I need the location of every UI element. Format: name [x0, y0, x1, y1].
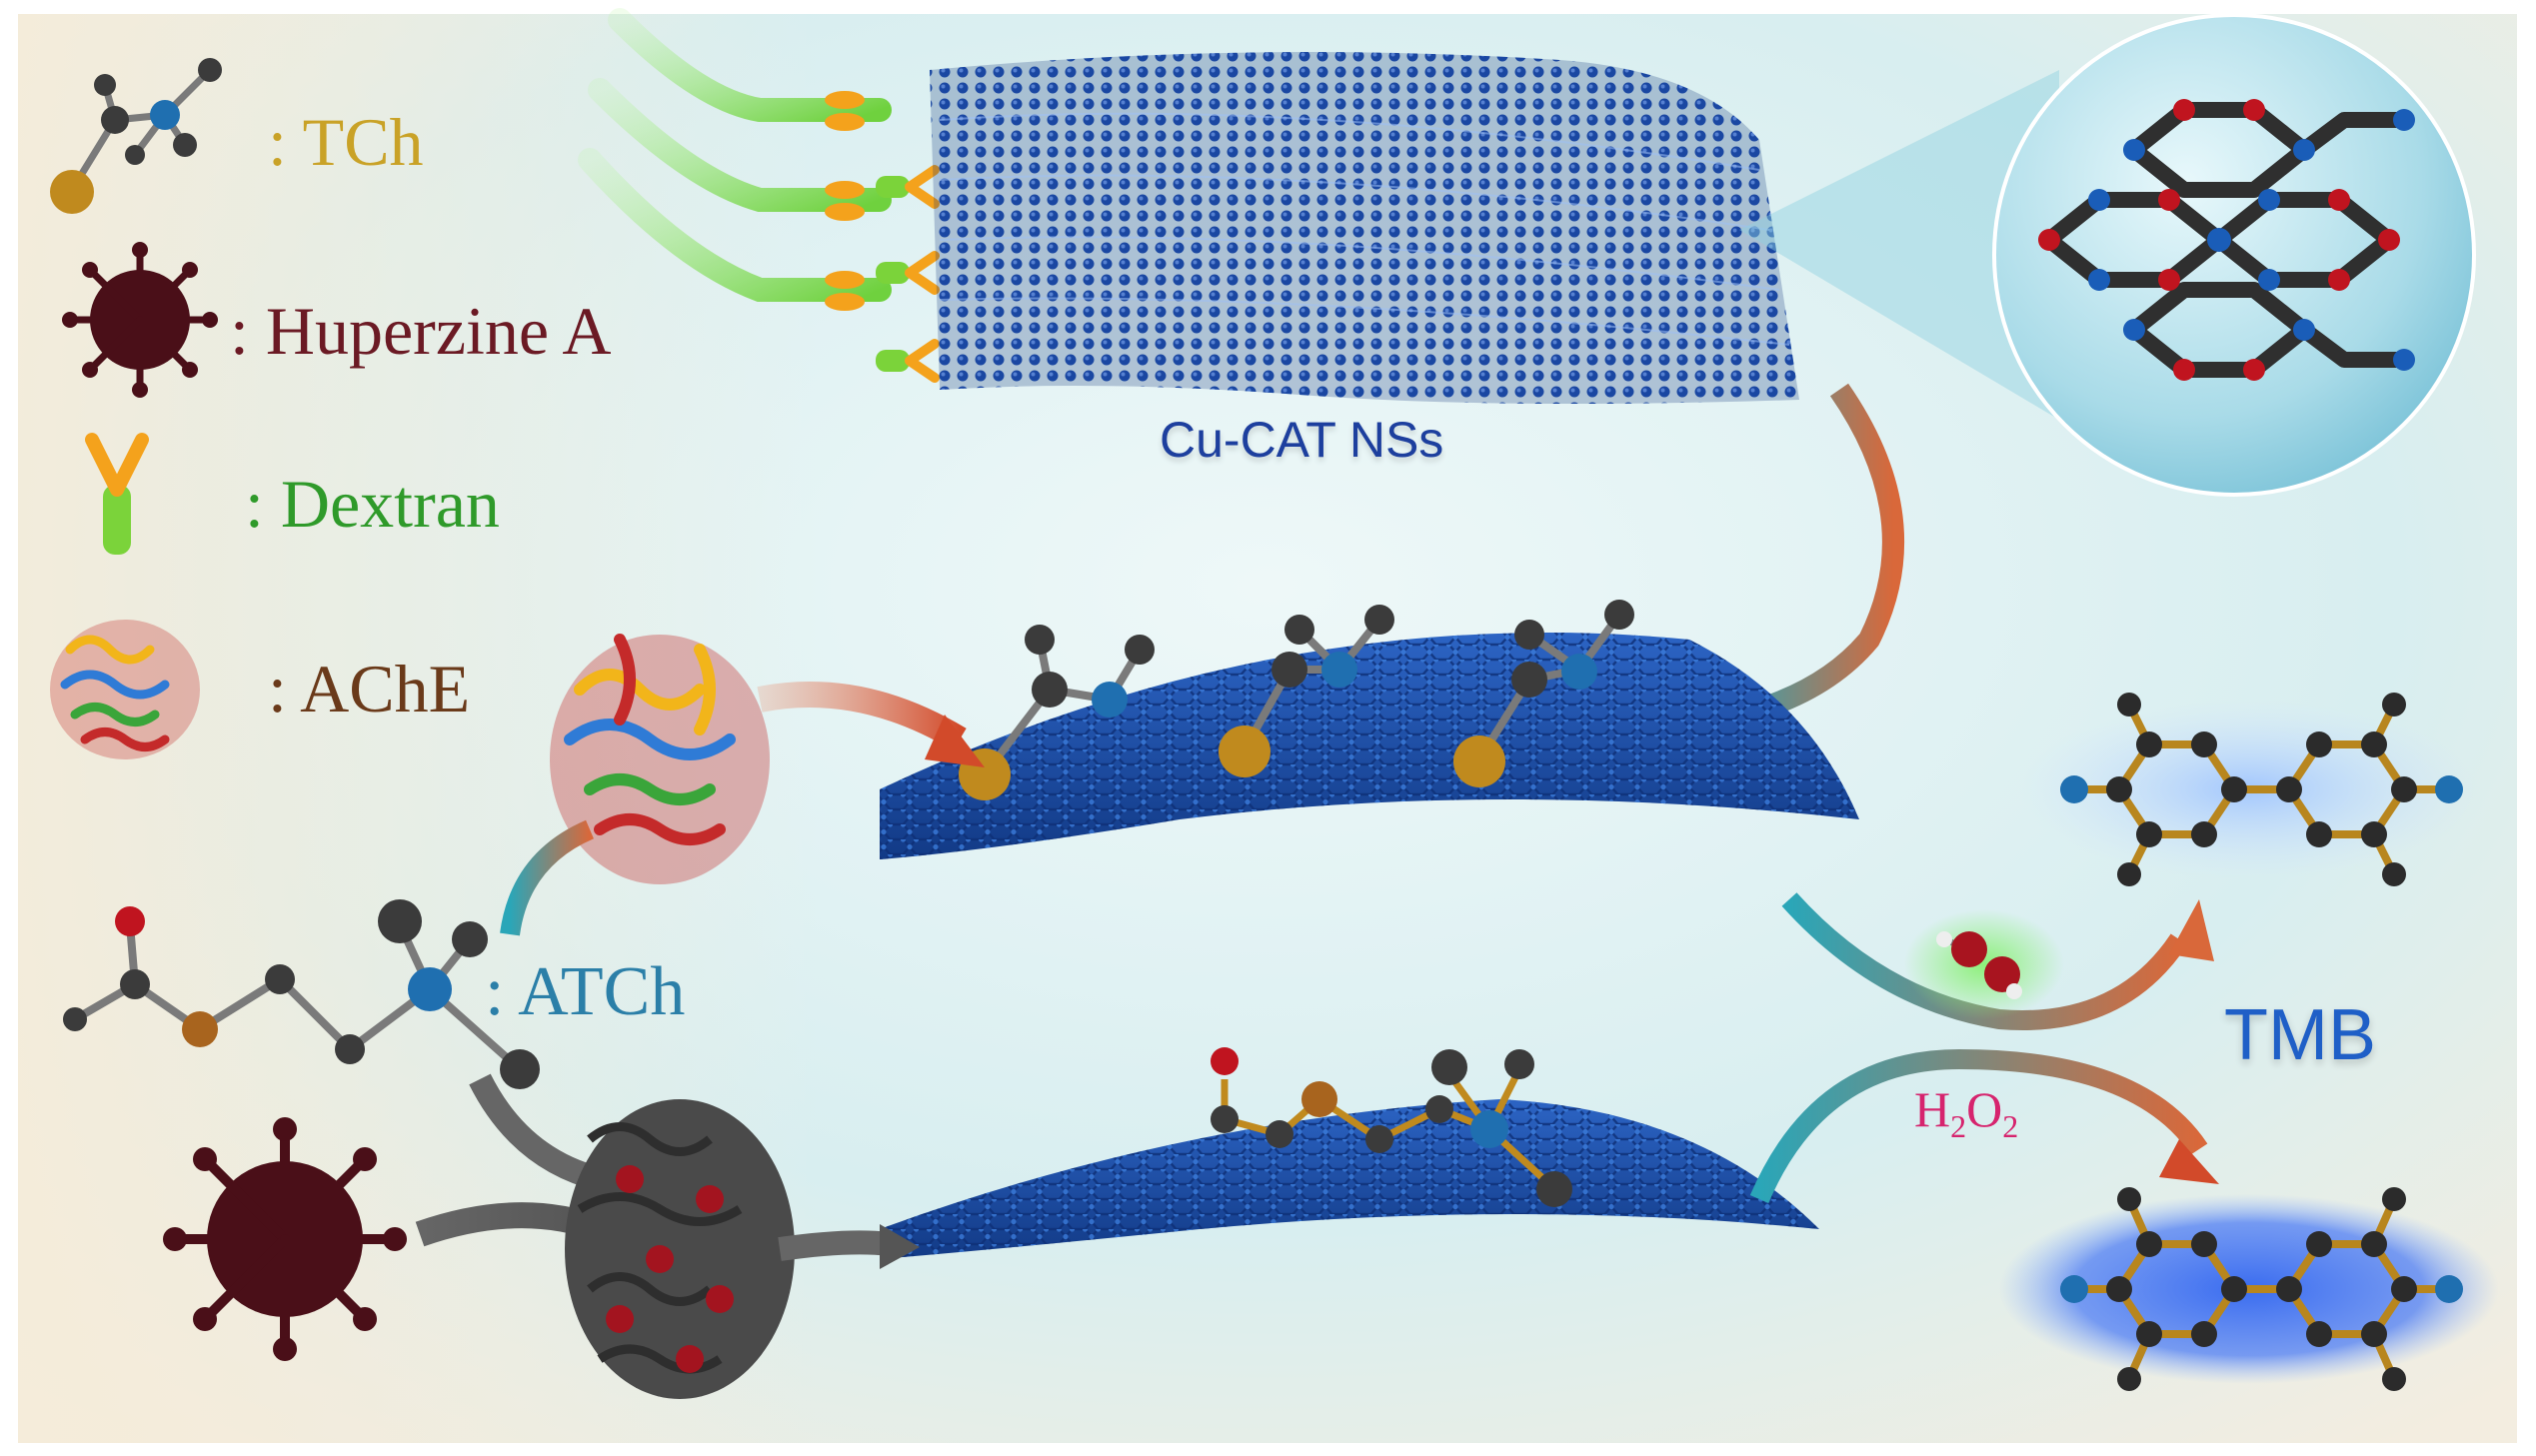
tmb-top-n-left [2060, 775, 2088, 803]
h2o2-molecule-icon [1936, 931, 2022, 999]
inhibited-ache-complex [565, 1099, 795, 1399]
legend-label-atch: : ATCh [485, 953, 686, 1030]
tmb-bottom-n-right [2435, 1275, 2463, 1303]
h2o2-glow [1904, 909, 2064, 1019]
label-h2o2: H2O2 [1914, 1084, 2018, 1142]
legend-label-huperzine-a: : Huperzine A [230, 293, 612, 369]
label-cu-cat-nss: Cu-CAT NSs [1160, 412, 1444, 468]
arrow-ache-to-sheet [757, 682, 967, 751]
cu-cat-nanosheet-stack [930, 52, 1799, 404]
tch-legend-icon [50, 58, 222, 214]
tmb-top-n-right [2435, 775, 2463, 803]
legend-label-dextran: : Dextran [245, 466, 500, 542]
h2o2-sub-2: 2 [2002, 1108, 2019, 1144]
arrowhead-tmb-oxidized [2169, 899, 2214, 961]
legend-label-ache: : AChE [268, 651, 471, 727]
ache-legend-icon [50, 620, 200, 759]
h2o2-o: O [1966, 1081, 2003, 1137]
mof-atoms [2038, 99, 2415, 381]
legend-label-tch: : TCh [268, 104, 424, 180]
arrowhead-complex-to-sheet [880, 1224, 920, 1269]
arrow-complex-to-sheet [778, 1230, 892, 1261]
nanosheet-bottom [880, 1099, 1819, 1259]
label-tmb: TMB [2224, 995, 2376, 1075]
dextran-legend-icon [85, 433, 149, 555]
dextran-fibers [578, 8, 940, 383]
tch-molecules-on-sheet [959, 600, 1634, 800]
nanosheet-middle [880, 633, 1859, 859]
atch-molecule-on-sheet [1211, 1047, 1572, 1207]
tmb-top-atoms [2106, 693, 2417, 886]
zoom-cone [1739, 70, 2059, 420]
h2o2-h: H [1914, 1081, 1951, 1137]
tmb-bottom-atoms [2106, 1187, 2417, 1391]
arrow-atch-to-ache [500, 819, 595, 936]
arrowhead-ache-to-sheet [925, 715, 985, 767]
arrow-sheet-to-tmb-oxidized [1781, 892, 2188, 1030]
arrowhead-tmb [2159, 1139, 2219, 1184]
huperzine-virus-icon [163, 1117, 407, 1361]
tmb-bottom-n-left [2060, 1275, 2088, 1303]
arrow-sheet-to-tmb [1749, 1048, 2208, 1203]
arrow-stack-to-sheet [1716, 383, 1904, 730]
h2o2-sub-1: 2 [1950, 1108, 1967, 1144]
atch-legend-molecule [63, 899, 540, 1089]
ache-enzyme-icon [550, 634, 770, 884]
huperzine-legend-icon [62, 242, 218, 398]
